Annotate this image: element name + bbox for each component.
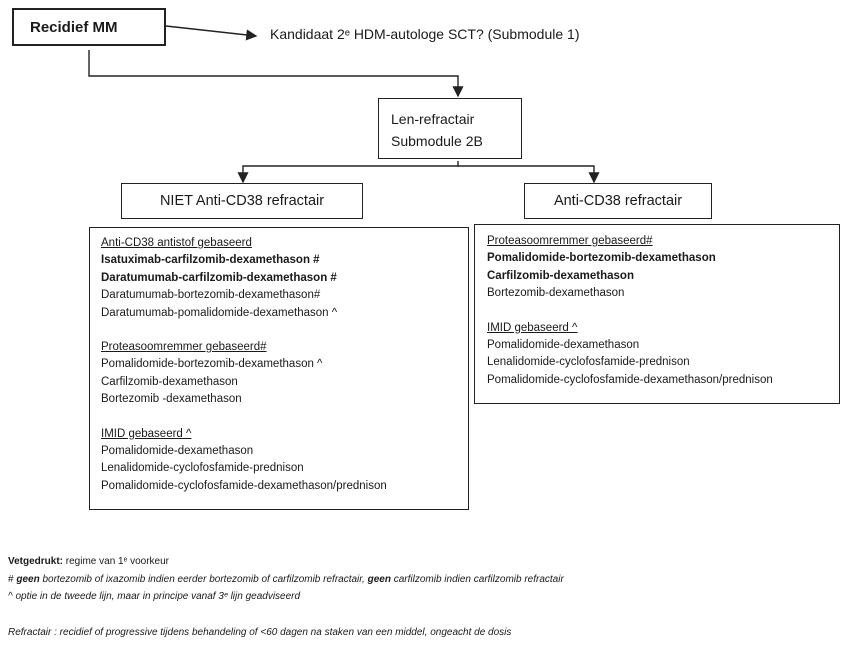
not-cd38-node: NIET Anti-CD38 refractair [121,183,363,219]
len-refractair-title: Len-refractair [391,111,475,127]
not-cd38-label: NIET Anti-CD38 refractair [159,193,325,209]
left-section-cd38: Anti-CD38 antistof gebaseerd Isatuximab-… [101,235,468,322]
len-refractair-submodule: Submodule 2B [391,133,483,149]
arrow-len-to-branches [237,161,459,184]
section-header: IMID gebaseerd ^ [101,427,192,440]
footnote-bold-text: regime van 1ᵉ voorkeur [63,556,170,567]
left-section-proteasome: Proteasoomremmer gebaseerd# Pomalidomide… [101,339,468,409]
footnote-refractair: Refractair : recidief of progressive tij… [8,627,512,638]
section-header: Anti-CD38 antistof gebaseerd [101,237,252,249]
list-item: Lenalidomide-cyclofosfamide-prednison [101,462,304,475]
root-node: Recidief MM [12,8,166,46]
right-section-proteasome: Proteasoomremmer gebaseerd# Pomalidomide… [487,233,839,303]
list-item: Pomalidomide-dexamethason [487,339,640,352]
list-item: Lenalidomide-cyclofosfamide-prednison [487,356,690,369]
left-section-imid: IMID gebaseerd ^ Pomalidomide-dexamethas… [101,426,468,496]
footnote-bold: Vetgedrukt: regime van 1ᵉ voorkeur [8,556,169,567]
list-item: Isatuximab-carfilzomib-dexamethason # [101,254,320,267]
list-item: Bortezomib -dexamethason [101,393,242,406]
arrow-root-to-len [88,50,464,98]
right-section-imid: IMID gebaseerd ^ Pomalidomide-dexamethas… [487,320,839,390]
list-item: Pomalidomide-cyclofosfamide-dexamethason… [101,479,387,492]
list-item: Bortezomib-dexamethason [487,287,625,300]
right-treatment-panel: Proteasoomremmer gebaseerd# Pomalidomide… [474,224,840,404]
cd38-node: Anti-CD38 refractair [524,183,712,219]
footnote-hash-symbol: # [8,574,17,585]
section-header: IMID gebaseerd ^ [487,321,578,334]
cd38-label: Anti-CD38 refractair [553,193,683,209]
footnote-geen-1: geen [16,574,40,585]
len-refractair-node: Len-refractair Submodule 2B [378,98,522,159]
list-item: Daratumumab-carfilzomib-dexamethason # [101,271,337,284]
section-header: Proteasoomremmer gebaseerd# [101,341,267,354]
arrow-root-to-candidate [165,25,258,41]
left-treatment-panel: Anti-CD38 antistof gebaseerd Isatuximab-… [89,227,469,510]
list-item: Carfilzomib-dexamethason [487,269,634,282]
list-item: Carfilzomib-dexamethason [101,375,238,388]
list-item: Daratumumab-bortezomib-dexamethason# [101,289,321,302]
footnote-hash-text-1: bortezomib of ixazomib indien eerder bor… [39,574,368,585]
list-item: Pomalidomide-cyclofosfamide-dexamethason… [487,373,773,386]
footnote-hash-text-2: carfilzomib indien carfilzomib refractai… [390,574,564,585]
footnote-bold-label: Vetgedrukt: [8,556,64,567]
list-item: Daratumumab-pomalidomide-dexamethason ^ [101,306,338,319]
candidate-label: Kandidaat 2ᵉ HDM-autologe SCT? (Submodul… [270,26,580,42]
footnote-hash: # geen bortezomib of ixazomib indien eer… [8,574,564,585]
arrow-len-to-cd38 [458,165,600,184]
footnote-geen-2: geen [367,574,391,585]
root-label: Recidief MM [30,18,118,36]
list-item: Pomalidomide-bortezomib-dexamethason ^ [101,358,323,371]
list-item: Pomalidomide-dexamethason [101,445,254,458]
footnote-caret: ^ optie in de tweede lijn, maar in princ… [8,591,301,602]
section-header: Proteasoomremmer gebaseerd# [487,235,653,247]
list-item: Pomalidomide-bortezomib-dexamethason [487,252,716,265]
